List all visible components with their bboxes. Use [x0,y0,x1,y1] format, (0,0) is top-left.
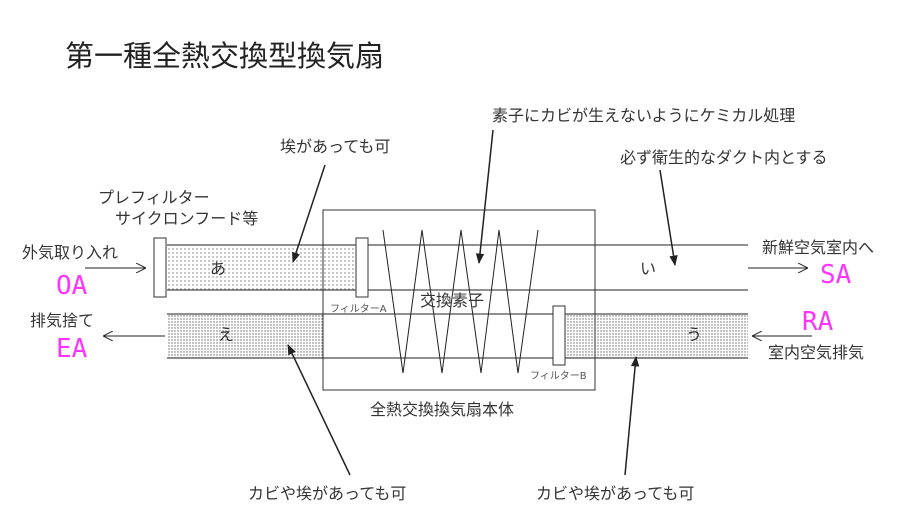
filter-b-label: フィルターB [530,370,587,382]
oa-label: OA [56,271,88,301]
duct-lines [167,244,748,359]
annotation-dust-ok: 埃があっても可 [280,137,390,156]
zone-e-label: え [218,325,234,344]
annotation-mold-dust-left: カビや埃があっても可 [248,484,406,503]
zone-a-label: あ [210,259,226,278]
filter-a [355,237,369,298]
exchange-element-label: 交換素子 [420,291,484,310]
zone-u-area [565,314,748,358]
zone-a-area [167,245,356,290]
exhaust-discard-label: 排気捨て [30,311,94,330]
prefilter-label-2: サイクロンフード等 [115,209,258,228]
filter-a-label: フィルターA [330,303,387,315]
filter-b [552,305,566,366]
prefilter-label-1: プレフィルター [98,188,210,207]
unit-body-box [322,209,596,391]
sa-label: SA [820,260,852,290]
ra-label: RA [802,307,834,337]
ea-label: EA [56,334,88,364]
diagram-title: 第一種全熱交換型換気扇 [65,39,384,73]
exchange-element-zigzag [382,229,539,374]
zone-i-label: い [640,259,656,278]
indoor-exhaust-label: 室内空気排気 [768,343,864,362]
zone-e-area [167,314,323,358]
prefilter [153,237,167,298]
fresh-air-label: 新鮮空気室内へ [762,238,874,257]
annotation-mold-dust-right: カビや埃があっても可 [536,484,694,503]
annotation-hygienic-duct: 必ず衛生的なダクト内とする [620,148,828,167]
outdoor-intake-label: 外気取り入れ [22,243,118,262]
annotation-element-treatment: 素子にカビが生えないようにケミカル処理 [492,106,795,125]
pointer-arrows [287,129,678,476]
unit-body-label: 全熱交換換気扇本体 [370,400,514,419]
zone-u-label: う [686,325,702,344]
